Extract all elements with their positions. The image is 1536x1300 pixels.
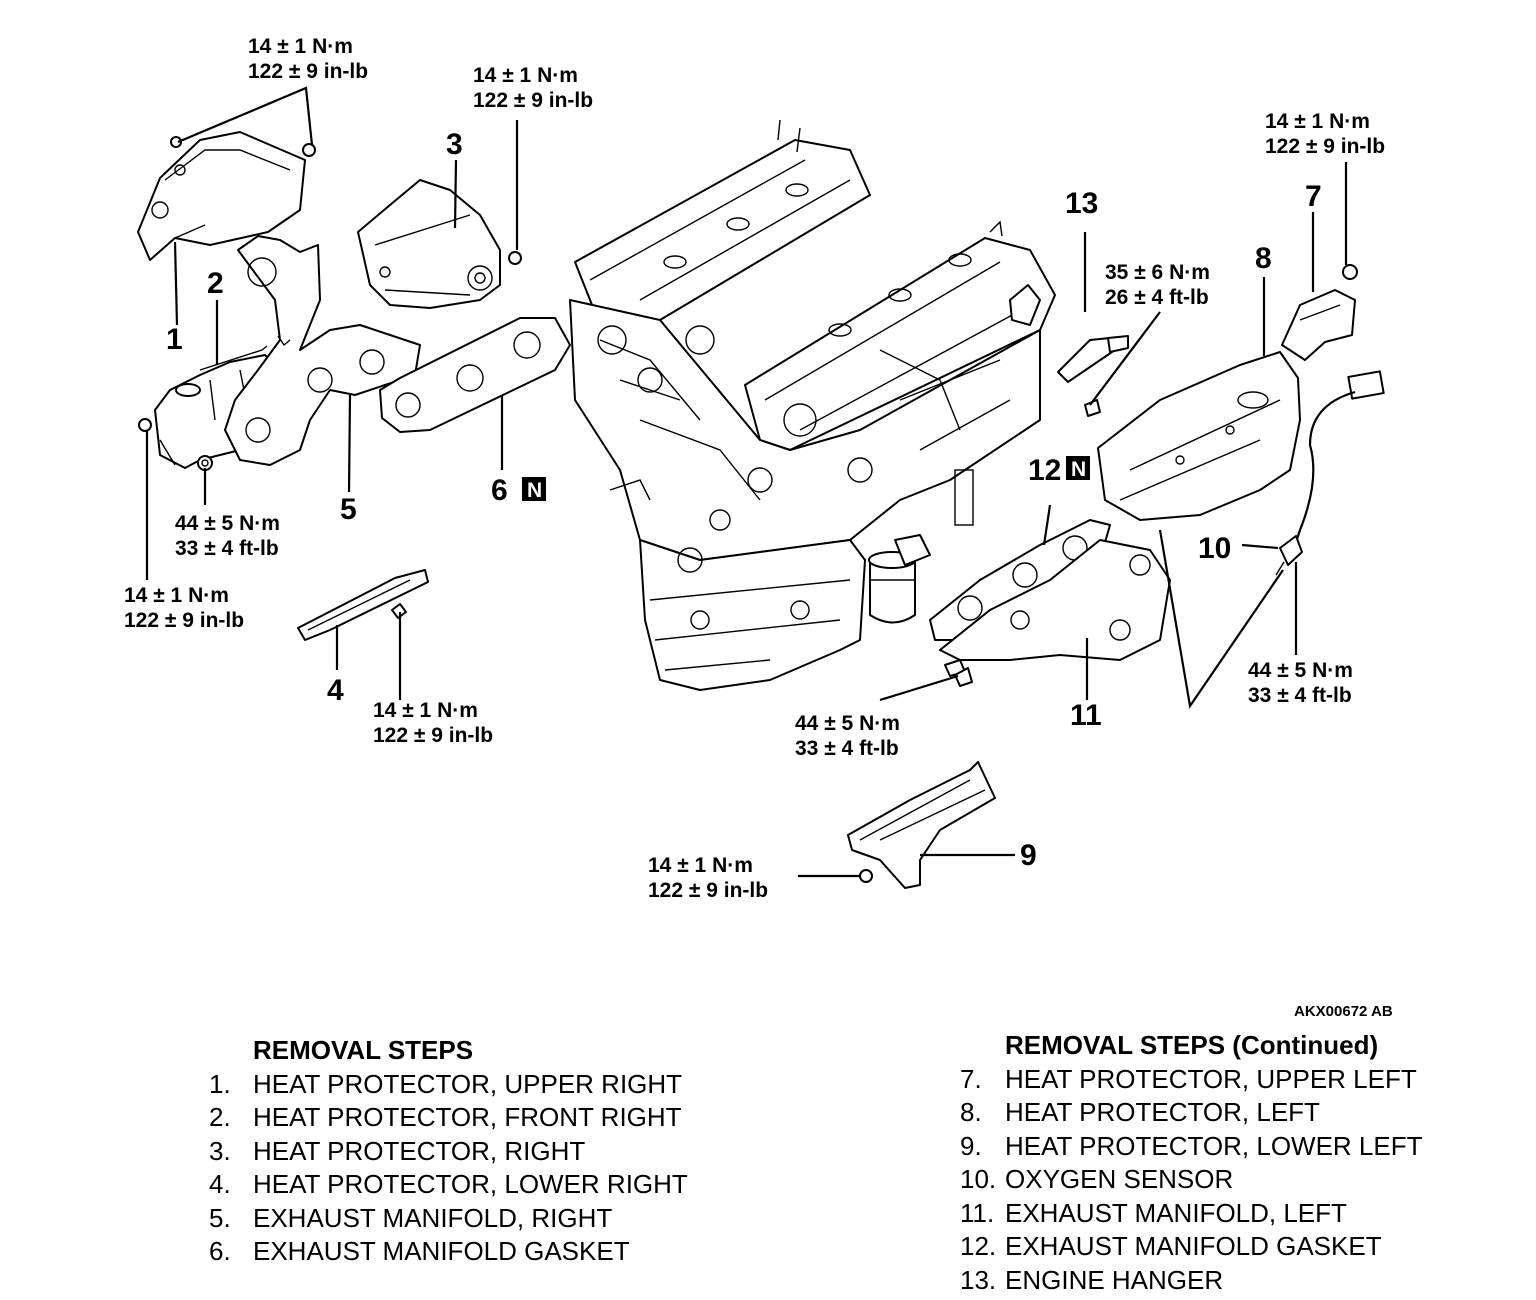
- list-item: 12. EXHAUST MANIFOLD GASKET: [960, 1230, 1423, 1264]
- torque-metric: 14 ± 1 N·m: [248, 35, 353, 58]
- part-label-11: 11: [1070, 699, 1102, 732]
- removal-steps-continued-list: REMOVAL STEPS (Continued) 7. HEAT PROTECT…: [960, 1029, 1423, 1297]
- step-number: 10.: [960, 1164, 997, 1194]
- reference-code: AKX00672 AB: [1294, 1003, 1393, 1020]
- heat-protector-lower-left-shape: [847, 761, 996, 889]
- heat-protector-left-shape: [1097, 351, 1301, 521]
- torque-metric: 14 ± 1 N·m: [1265, 110, 1370, 133]
- step-text: EXHAUST MANIFOLD GASKET: [1005, 1231, 1382, 1261]
- step-text: HEAT PROTECTOR, LEFT: [1005, 1097, 1320, 1127]
- exhaust-manifold-gasket-right-shape: [379, 317, 571, 433]
- part-label-12: 12: [1028, 454, 1061, 487]
- step-number: 7.: [960, 1063, 982, 1094]
- part-label-6: 6: [491, 474, 508, 507]
- heat-protector-upper-left-shape: [1281, 264, 1358, 361]
- step-text: OXYGEN SENSOR: [1005, 1164, 1234, 1194]
- engine-block-illustration: [569, 119, 1056, 691]
- step-number: 11.: [960, 1197, 995, 1228]
- list-item: 6. EXHAUST MANIFOLD GASKET: [209, 1235, 688, 1269]
- list-item: 7. HEAT PROTECTOR, UPPER LEFT: [960, 1063, 1423, 1097]
- list-item: 4. HEAT PROTECTOR, LOWER RIGHT: [209, 1168, 688, 1202]
- torque-metric: 44 ± 5 N·m: [175, 512, 280, 535]
- torque-metric: 14 ± 1 N·m: [124, 584, 229, 607]
- torque-imperial: 33 ± 4 ft-lb: [175, 537, 279, 560]
- part-label-10: 10: [1198, 532, 1231, 565]
- step-text: HEAT PROTECTOR, RIGHT: [253, 1135, 586, 1166]
- torque-metric: 14 ± 1 N·m: [648, 854, 753, 877]
- step-number: 1.: [209, 1068, 231, 1099]
- step-number: 9.: [960, 1130, 982, 1161]
- part-label-1: 1: [166, 323, 183, 356]
- list-item: 5. EXHAUST MANIFOLD, RIGHT: [209, 1202, 688, 1236]
- list-item: 9. HEAT PROTECTOR, LOWER LEFT: [960, 1130, 1423, 1164]
- torque-metric: 44 ± 5 N·m: [795, 712, 900, 735]
- torque-imperial: 122 ± 9 in-lb: [648, 879, 768, 902]
- part-label-5: 5: [340, 493, 357, 526]
- torque-metric: 35 ± 6 N·m: [1105, 261, 1210, 284]
- torque-metric: 14 ± 1 N·m: [473, 64, 578, 87]
- torque-spec-labels: 14 ± 1 N·m 122 ± 9 in-lb 14 ± 1 N·m 122 …: [124, 35, 1385, 902]
- torque-imperial: 33 ± 4 ft-lb: [795, 737, 899, 760]
- step-number: 6.: [209, 1236, 231, 1266]
- list-item: 1. HEAT PROTECTOR, UPPER RIGHT: [209, 1068, 688, 1102]
- step-number: 2.: [209, 1102, 231, 1132]
- removal-steps-title: REMOVAL STEPS: [253, 1035, 474, 1065]
- step-text: HEAT PROTECTOR, UPPER LEFT: [1005, 1063, 1417, 1094]
- step-text: HEAT PROTECTOR, LOWER LEFT: [1005, 1130, 1423, 1161]
- part-label-9: 9: [1020, 839, 1037, 872]
- torque-imperial: 122 ± 9 in-lb: [124, 609, 244, 632]
- heat-protector-right-shape: [357, 179, 522, 309]
- svg-text:N: N: [527, 479, 542, 502]
- part-label-4: 4: [327, 674, 344, 707]
- removal-steps-continued-title: REMOVAL STEPS (Continued): [1005, 1030, 1379, 1060]
- step-number: 5.: [209, 1202, 231, 1233]
- step-text: EXHAUST MANIFOLD, RIGHT: [253, 1202, 613, 1233]
- exploded-parts-diagram: 1 2 3 4 5 6 7 8 9 10 11 12 13 N N 14 ± 1…: [124, 35, 1385, 902]
- step-text: EXHAUST MANIFOLD GASKET: [253, 1236, 630, 1266]
- part-number-labels: 1 2 3 4 5 6 7 8 9 10 11 12 13 N N: [166, 128, 1322, 872]
- part-label-13: 13: [1065, 187, 1098, 220]
- step-text: HEAT PROTECTOR, LOWER RIGHT: [253, 1169, 688, 1199]
- torque-imperial: 122 ± 9 in-lb: [1265, 135, 1385, 158]
- removal-steps-list: REMOVAL STEPS 1. HEAT PROTECTOR, UPPER RI…: [209, 1034, 688, 1269]
- step-text: HEAT PROTECTOR, UPPER RIGHT: [253, 1068, 683, 1099]
- torque-imperial: 122 ± 9 in-lb: [248, 60, 368, 83]
- new-part-badge-6: N: [522, 477, 546, 502]
- torque-imperial: 122 ± 9 in-lb: [473, 89, 593, 112]
- list-item: 13. ENGINE HANGER: [960, 1264, 1423, 1298]
- list-item: 2. HEAT PROTECTOR, FRONT RIGHT: [209, 1101, 688, 1135]
- heat-protector-lower-right-shape: [297, 569, 429, 641]
- oxygen-sensor-shape: [1275, 370, 1385, 576]
- exhaust-manifold-left-shape: [929, 519, 1171, 687]
- step-text: EXHAUST MANIFOLD, LEFT: [1005, 1197, 1347, 1228]
- part-label-7: 7: [1305, 180, 1322, 213]
- engine-hanger-shape: [1057, 335, 1129, 417]
- step-number: 8.: [960, 1097, 982, 1127]
- torque-imperial: 26 ± 4 ft-lb: [1105, 286, 1209, 309]
- part-label-8: 8: [1255, 242, 1272, 275]
- part-label-2: 2: [207, 267, 224, 300]
- svg-text:N: N: [1071, 458, 1086, 481]
- step-number: 13.: [960, 1264, 997, 1295]
- step-text: HEAT PROTECTOR, FRONT RIGHT: [253, 1102, 682, 1132]
- list-item: 11. EXHAUST MANIFOLD, LEFT: [960, 1197, 1423, 1231]
- step-number: 3.: [209, 1135, 231, 1166]
- step-number: 12.: [960, 1231, 997, 1261]
- list-item: 3. HEAT PROTECTOR, RIGHT: [209, 1135, 688, 1169]
- part-label-3: 3: [446, 128, 463, 161]
- torque-imperial: 33 ± 4 ft-lb: [1248, 684, 1352, 707]
- torque-metric: 14 ± 1 N·m: [373, 699, 478, 722]
- leader-lines: [145, 86, 1348, 878]
- step-text: ENGINE HANGER: [1005, 1264, 1224, 1295]
- torque-metric: 44 ± 5 N·m: [1248, 659, 1353, 682]
- list-item: 10. OXYGEN SENSOR: [960, 1163, 1423, 1197]
- step-number: 4.: [209, 1169, 231, 1199]
- torque-imperial: 122 ± 9 in-lb: [373, 724, 493, 747]
- heat-protector-upper-right-shape: [137, 131, 316, 261]
- exhaust-manifold-right-shape: [224, 235, 421, 466]
- list-item: 8. HEAT PROTECTOR, LEFT: [960, 1096, 1423, 1130]
- new-part-badge-12: N: [1066, 456, 1090, 481]
